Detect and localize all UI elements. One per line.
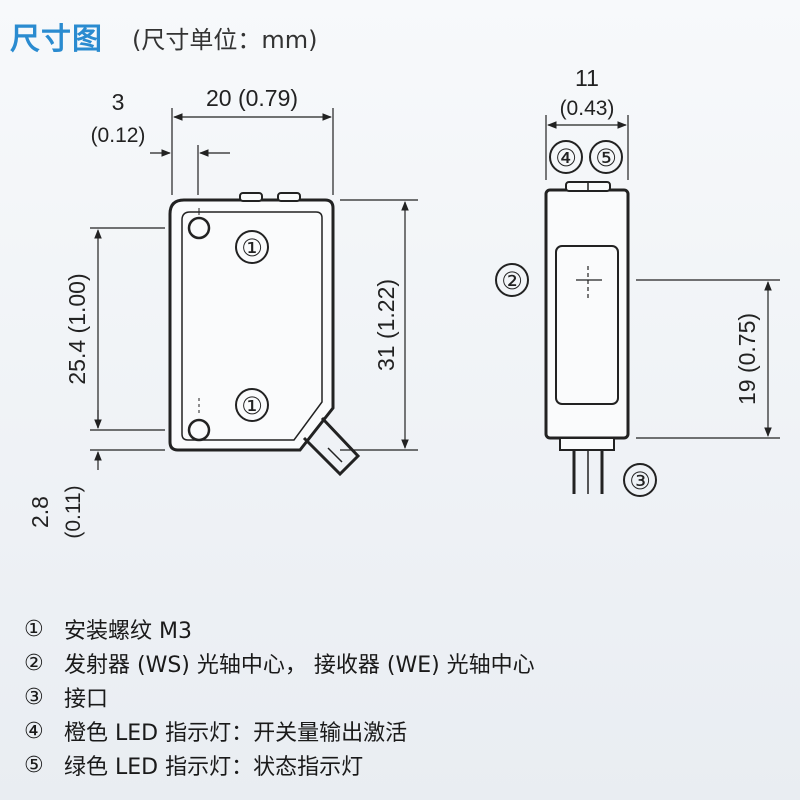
legend-marker: ① — [24, 616, 44, 642]
legend-item: ④ 橙色 LED 指示灯：开关量输出激活 — [24, 714, 535, 748]
led-orange-marker: ④ — [555, 144, 577, 172]
front-body-inner — [181, 211, 323, 441]
page-title: 尺寸图 — [10, 22, 103, 57]
front-led-bump-2 — [277, 192, 301, 202]
callout-top-hole: ① — [241, 234, 263, 262]
led-green-marker: ⑤ — [595, 144, 617, 172]
lens-window — [555, 245, 619, 405]
front-cable — [302, 416, 361, 477]
legend-marker: ⑤ — [24, 752, 44, 778]
front-view: ① ① 20 (0.79) 3 (0.12) 31 (1.22) 25.4 (1… — [27, 85, 418, 539]
dim-bottom-inch: (0.11) — [62, 485, 85, 538]
legend-item: ② 发射器 (WS) 光轴中心， 接收器 (WE) 光轴中心 — [24, 646, 535, 680]
callout-bottom-hole: ① — [241, 392, 263, 420]
dim-side-width-inch: (0.43) — [560, 97, 615, 120]
legend-text: 接口 — [64, 687, 109, 712]
callout-connector: ③ — [629, 467, 651, 495]
units-note: (尺寸单位：mm) — [132, 26, 318, 54]
dim-hole-spacing: 25.4 (1.00) — [64, 273, 90, 384]
legend-text: 安装螺纹 M3 — [64, 619, 192, 644]
dim-axis-height: 19 (0.75) — [734, 313, 760, 405]
side-cable — [572, 450, 604, 494]
dim-side-width-value: 11 — [575, 65, 599, 91]
dim-bottom-value: 2.8 — [27, 496, 53, 528]
legend-marker: ④ — [24, 718, 44, 744]
dim-top-width: 20 (0.79) — [206, 85, 298, 111]
legend-item: ① 安装螺纹 M3 — [24, 612, 535, 646]
bottom-mounting-hole — [187, 418, 211, 442]
legend-item: ⑤ 绿色 LED 指示灯：状态指示灯 — [24, 748, 535, 782]
dim-height: 31 (1.22) — [373, 279, 399, 371]
front-led-bump-1 — [239, 192, 263, 202]
top-mounting-hole — [187, 216, 211, 240]
legend: ① 安装螺纹 M3 ② 发射器 (WS) 光轴中心， 接收器 (WE) 光轴中心… — [24, 612, 535, 782]
legend-item: ③ 接口 — [24, 680, 535, 714]
dim-offset-inch: (0.12) — [91, 124, 146, 147]
legend-text: 发射器 (WS) 光轴中心， 接收器 (WE) 光轴中心 — [64, 653, 535, 678]
side-connector-base — [559, 437, 615, 451]
callout-optical-axis: ② — [501, 267, 523, 295]
side-view: 11 (0.43) ④ ⑤ ② ③ 19 (0.75) — [495, 65, 780, 497]
front-body-outline — [168, 198, 335, 452]
legend-text: 绿色 LED 指示灯：状态指示灯 — [64, 755, 364, 780]
dim-offset-value: 3 — [112, 89, 125, 115]
legend-marker: ② — [24, 650, 44, 676]
legend-text: 橙色 LED 指示灯：开关量输出激活 — [64, 721, 408, 746]
legend-marker: ③ — [24, 684, 44, 710]
